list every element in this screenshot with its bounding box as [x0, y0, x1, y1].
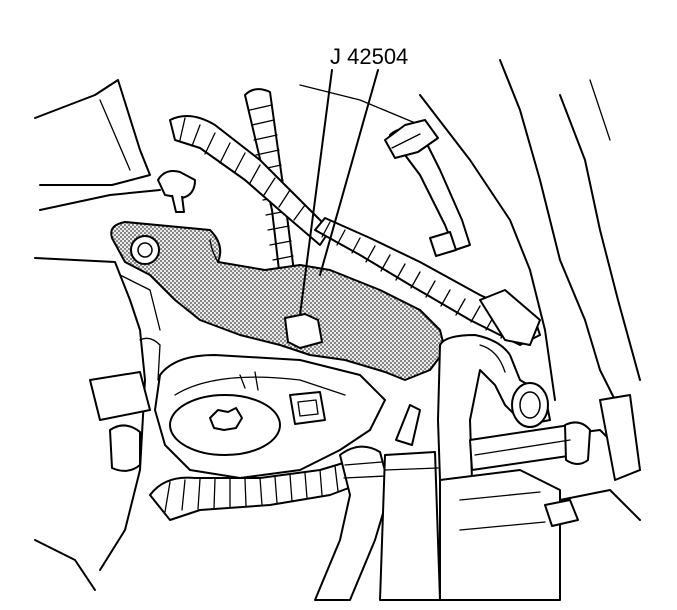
elbow-hose — [437, 334, 551, 481]
tool-callout-label: J 42504 — [330, 44, 408, 69]
tool-j42504-plate — [110, 221, 446, 381]
center-lower-hose — [314, 445, 391, 601]
callout-leaders — [299, 69, 379, 316]
engine-mount — [154, 354, 386, 479]
tool-post — [284, 313, 323, 349]
fitting-sensor — [379, 404, 441, 601]
wiring-harness — [314, 217, 541, 346]
hose-clamp-left — [157, 170, 196, 213]
lower-right-component — [439, 469, 579, 601]
lower-corrugated-hose — [149, 457, 371, 521]
left-body-panel — [34, 79, 161, 591]
upper-left-hose — [169, 115, 331, 246]
upper-right-hose — [384, 119, 471, 257]
horizontal-pipe-right — [469, 421, 591, 471]
left-connector-block — [89, 337, 161, 472]
